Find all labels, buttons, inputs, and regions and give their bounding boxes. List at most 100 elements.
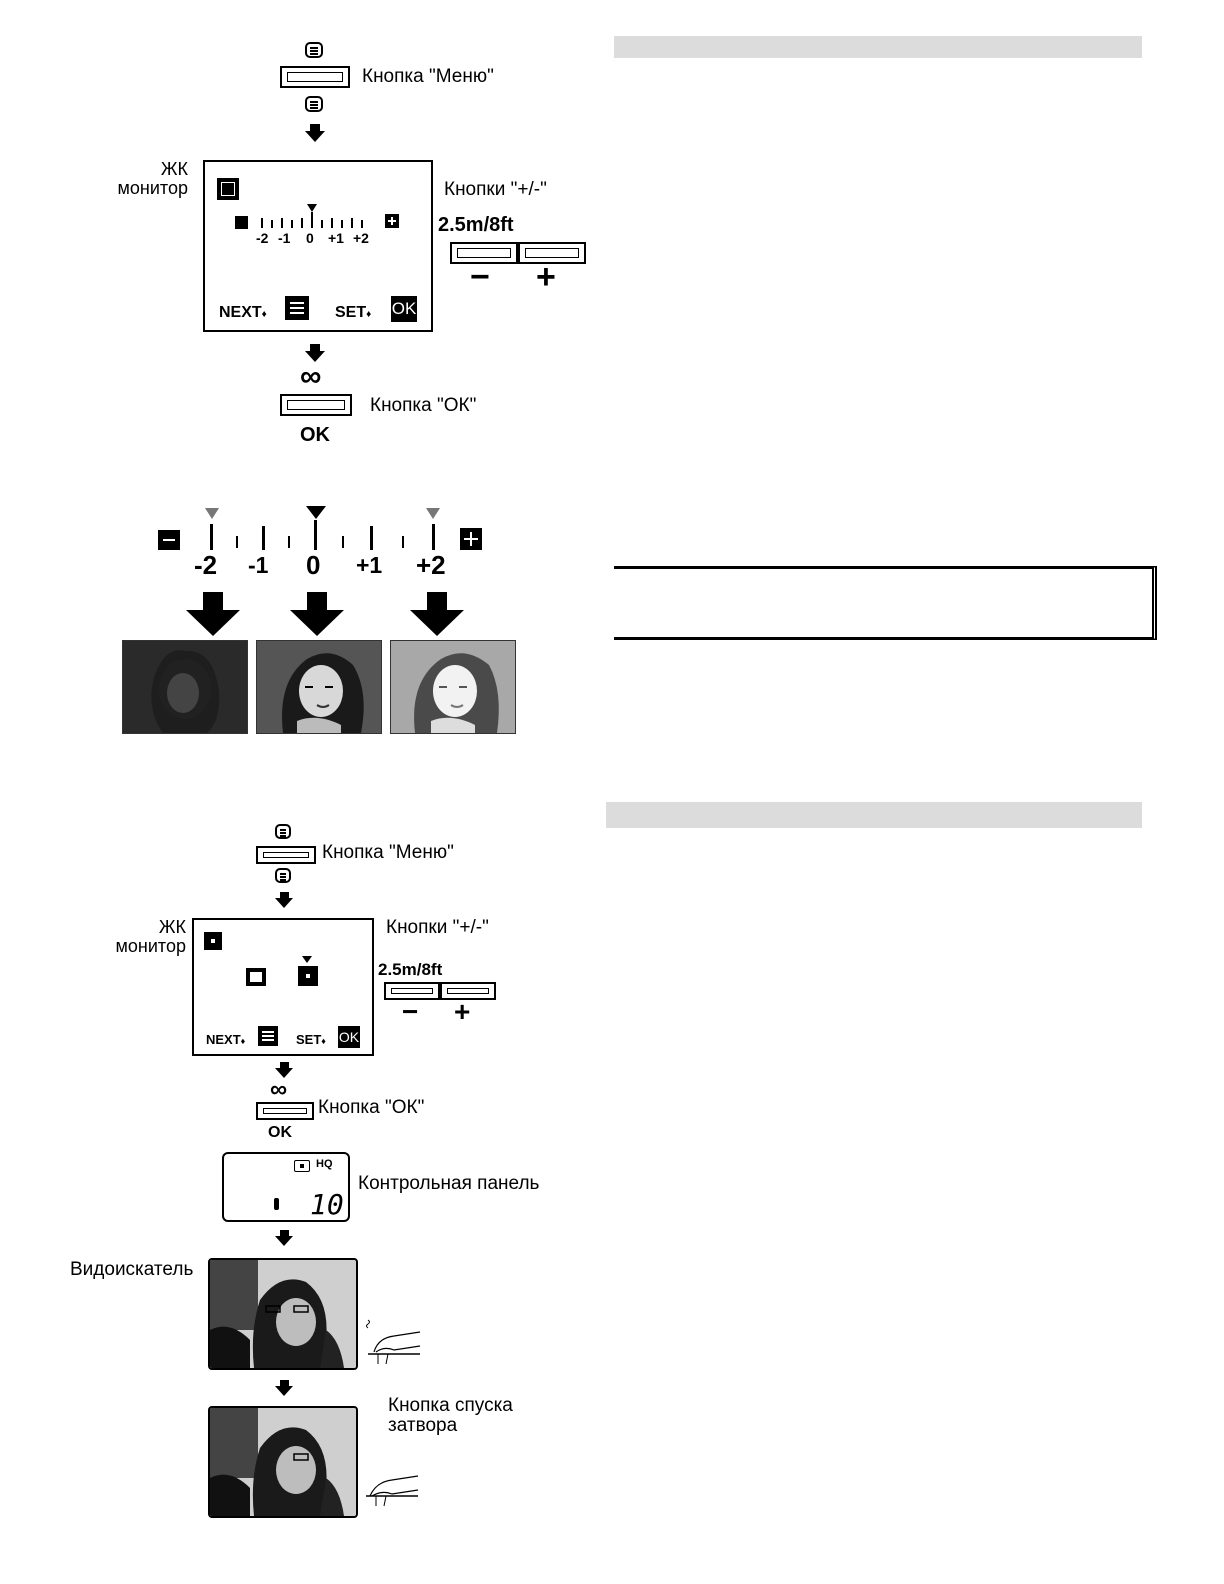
plus-minus-label: Кнопки "+/-" bbox=[444, 179, 547, 200]
scale-label: 0 bbox=[306, 230, 314, 246]
plus-minus-label: Кнопки "+/-" bbox=[386, 917, 489, 938]
arrow-icon: ♦ bbox=[240, 1036, 246, 1046]
arrow-down-icon bbox=[275, 1386, 293, 1396]
scale-label: -2 bbox=[194, 550, 218, 580]
plus-icon bbox=[385, 214, 399, 228]
note-box bbox=[614, 566, 1157, 640]
viewfinder-image bbox=[208, 1406, 358, 1518]
minus-icon bbox=[158, 530, 180, 550]
control-panel-label: Контрольная панель bbox=[358, 1173, 540, 1194]
set-label: SET bbox=[296, 1032, 322, 1047]
infinity-icon: ∞ bbox=[270, 1076, 288, 1103]
plus-sign: + bbox=[454, 996, 471, 1027]
lcd-label-line1: ЖК bbox=[158, 917, 186, 937]
distance-label: 2.5m/8ft bbox=[378, 960, 443, 979]
menu-button bbox=[256, 846, 316, 864]
menu-button-label: Кнопка "Меню" bbox=[362, 66, 494, 87]
ok-button-label: Кнопка "ОК" bbox=[318, 1097, 425, 1118]
half-press-hand-icon bbox=[366, 1319, 421, 1365]
marker-icon bbox=[306, 506, 326, 519]
spot-metering-icon bbox=[298, 966, 318, 986]
arrow-down-icon bbox=[310, 124, 320, 131]
next-hint: NEXT♦ bbox=[219, 304, 267, 322]
plus-sign: + bbox=[536, 258, 556, 296]
panel-hq: HQ bbox=[316, 1158, 333, 1170]
ok-icon: OK bbox=[338, 1026, 360, 1048]
plus-button bbox=[440, 982, 496, 1000]
control-panel: HQ 10 bbox=[222, 1152, 350, 1222]
menu-button bbox=[280, 66, 350, 88]
set-hint: SET♦ bbox=[296, 1032, 326, 1047]
arrow-down-icon bbox=[410, 592, 464, 636]
person-icon bbox=[274, 1198, 279, 1210]
set-label: SET bbox=[335, 304, 367, 321]
minus-sign: − bbox=[402, 996, 419, 1027]
lcd-label: ЖК монитор bbox=[108, 160, 188, 198]
ok-text: OK bbox=[300, 424, 330, 446]
ok-text: OK bbox=[268, 1124, 292, 1141]
ok-button-label: Кнопка "ОК" bbox=[370, 395, 477, 416]
marker-icon bbox=[205, 508, 219, 519]
arrow-down-icon bbox=[310, 344, 320, 351]
plus-button bbox=[518, 242, 586, 264]
shutter-label: Кнопка спуска затвора bbox=[388, 1396, 513, 1436]
next-label: NEXT bbox=[206, 1032, 241, 1047]
shutter-label-line2: затвора bbox=[388, 1415, 458, 1436]
scale-label: 0 bbox=[306, 550, 321, 580]
section-header-bar bbox=[606, 802, 1142, 828]
arrow-down-icon bbox=[280, 892, 289, 898]
play-icon bbox=[294, 1160, 310, 1172]
ok-button bbox=[256, 1102, 314, 1120]
lcd-label-line2: монитор bbox=[117, 178, 188, 198]
exposure-icon bbox=[217, 178, 239, 200]
scale-label: +2 bbox=[416, 550, 446, 580]
lcd-label: ЖК монитор bbox=[104, 918, 186, 956]
arrow-icon: ♦ bbox=[261, 309, 267, 320]
lcd-label-line2: монитор bbox=[115, 936, 186, 956]
scale-label: -1 bbox=[278, 230, 291, 246]
ok-icon: OK bbox=[391, 296, 417, 322]
menu-button-label: Кнопка "Меню" bbox=[322, 842, 454, 863]
menu-icon bbox=[285, 296, 309, 320]
scale-label: +1 bbox=[356, 552, 383, 578]
arrow-down-icon bbox=[186, 592, 240, 636]
metering-icon bbox=[204, 932, 222, 950]
lcd-monitor: -2 -1 0 +1 +2 NEXT♦ SET♦ OK bbox=[203, 160, 433, 332]
normal-photo bbox=[256, 640, 382, 734]
viewfinder-label: Видоискатель bbox=[70, 1259, 194, 1280]
arrow-down-icon bbox=[280, 1062, 289, 1068]
scale-label: +1 bbox=[328, 230, 344, 246]
average-metering-icon bbox=[246, 968, 266, 986]
minus-button bbox=[384, 982, 440, 1000]
next-hint: NEXT♦ bbox=[206, 1032, 245, 1047]
scale-label: -2 bbox=[256, 230, 269, 246]
distance-label: 2.5m/8ft bbox=[438, 214, 514, 236]
arrow-down-icon bbox=[275, 1068, 293, 1078]
panel-count: 10 bbox=[310, 1188, 344, 1221]
dark-photo bbox=[122, 640, 248, 734]
shutter-label-line1: Кнопка спуска bbox=[388, 1395, 513, 1416]
arrow-down-icon bbox=[290, 592, 344, 636]
menu-icon bbox=[305, 96, 323, 112]
minus-icon bbox=[235, 216, 248, 229]
arrow-down-icon bbox=[305, 131, 325, 142]
menu-icon bbox=[275, 868, 291, 883]
menu-icon bbox=[258, 1026, 278, 1046]
lcd-label-line1: ЖК bbox=[160, 159, 188, 179]
arrow-down-icon bbox=[280, 1230, 289, 1236]
indicator-icon bbox=[302, 956, 312, 963]
arrow-down-icon bbox=[275, 1236, 293, 1246]
infinity-icon: ∞ bbox=[300, 360, 322, 393]
full-press-hand-icon bbox=[366, 1475, 419, 1507]
arrow-down-icon bbox=[305, 351, 325, 362]
next-label: NEXT bbox=[219, 304, 262, 321]
arrow-down-icon bbox=[280, 1380, 289, 1386]
menu-icon bbox=[305, 42, 323, 58]
plus-icon bbox=[460, 528, 482, 550]
viewfinder-image bbox=[208, 1258, 358, 1370]
lcd-monitor: NEXT♦ SET♦ OK bbox=[192, 918, 374, 1056]
marker-icon bbox=[426, 508, 440, 519]
scale-label: -1 bbox=[248, 552, 269, 578]
arrow-icon: ♦ bbox=[366, 309, 372, 320]
scale-label: +2 bbox=[353, 230, 369, 246]
